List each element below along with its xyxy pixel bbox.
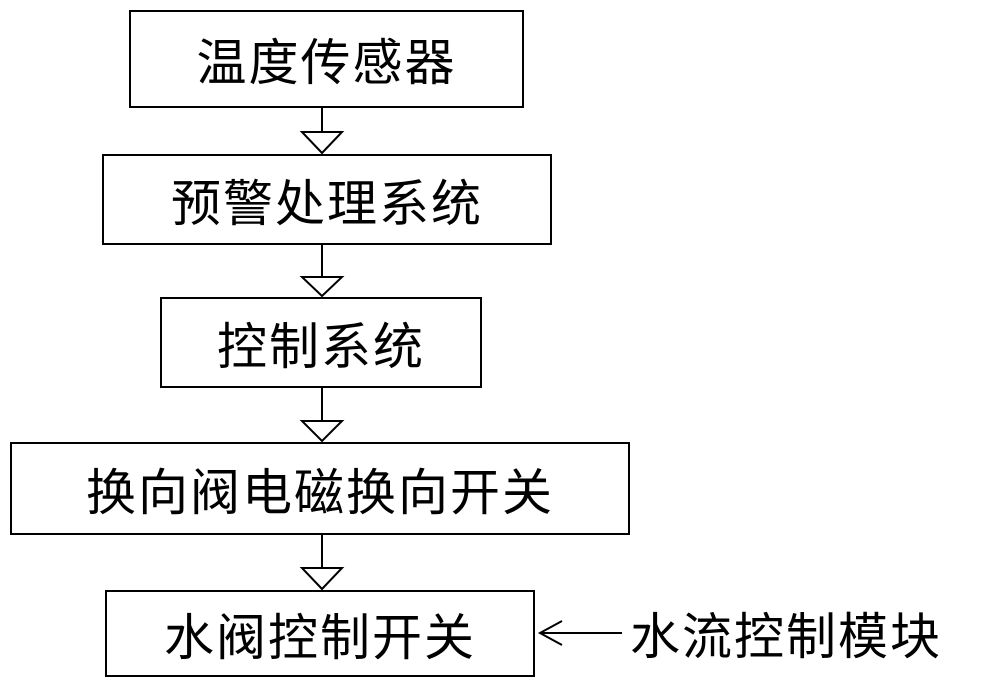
arrow-reversing-valve-to-water-valve bbox=[299, 535, 345, 591]
arrow-sensor-to-warning bbox=[299, 108, 345, 155]
control-system-label: 控制系统 bbox=[217, 317, 425, 376]
arrow-water-flow-module-to-water-valve bbox=[537, 620, 622, 646]
water-valve-control-switch-label: 水阀控制开关 bbox=[164, 608, 476, 667]
arrow-control-to-reversing-valve bbox=[299, 388, 345, 443]
water-flow-control-module-label: 水流控制模块 bbox=[630, 608, 942, 666]
water-valve-control-switch-box: 水阀控制开关 bbox=[105, 590, 535, 677]
reversing-valve-solenoid-switch-label: 换向阀电磁换向开关 bbox=[86, 463, 554, 522]
warning-processing-system-label: 预警处理系统 bbox=[171, 174, 483, 233]
warning-processing-system-box: 预警处理系统 bbox=[102, 154, 552, 245]
reversing-valve-solenoid-switch-box: 换向阀电磁换向开关 bbox=[10, 442, 630, 535]
arrow-warning-to-control bbox=[299, 245, 345, 298]
temperature-sensor-box: 温度传感器 bbox=[129, 10, 524, 108]
control-system-box: 控制系统 bbox=[160, 297, 482, 388]
temperature-sensor-label: 温度传感器 bbox=[196, 34, 457, 92]
